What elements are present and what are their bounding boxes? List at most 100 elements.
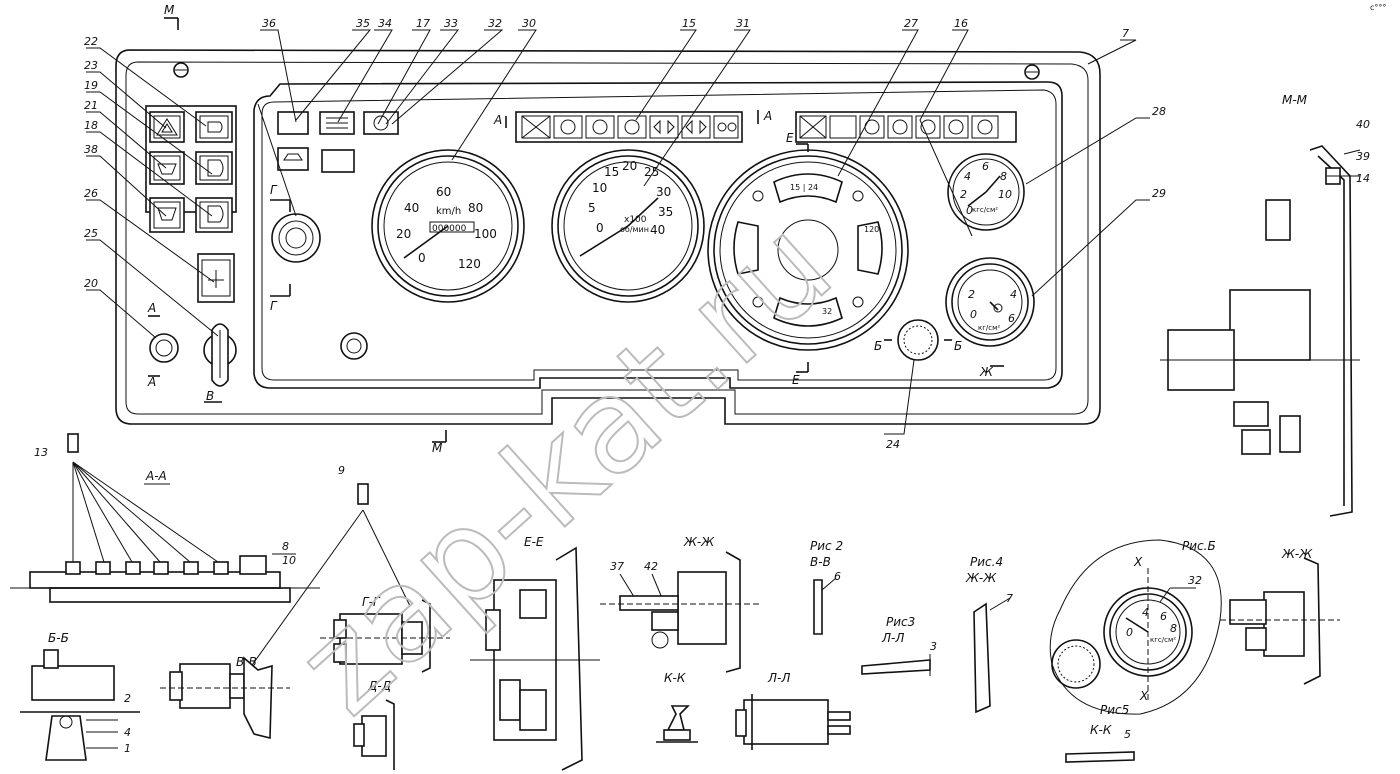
r6-tick-0: 0 <box>1126 626 1133 639</box>
sec-b-r: Б <box>954 339 962 353</box>
callout-13: 10 <box>282 554 296 567</box>
r6-tick-4: 4 <box>1142 606 1149 619</box>
pg-tick-6: 6 <box>982 160 989 173</box>
callout-27: 27 <box>904 17 918 30</box>
pg-tick-2: 2 <box>960 188 967 201</box>
speed-tick-120: 120 <box>458 257 481 271</box>
callout-18: 18 <box>84 119 98 132</box>
tach-tick-5: 5 <box>588 201 596 215</box>
sec-ll-title: Л-Л <box>767 671 790 685</box>
pg-tick-10: 10 <box>998 188 1012 201</box>
sec-kk-title: К-К <box>664 671 686 685</box>
odometer: 000000 <box>432 224 467 234</box>
callout-22: 22 <box>84 35 98 48</box>
sec-v: В <box>206 389 214 403</box>
section-markers: М М А А А А Е Е Г Г Б Б Ж В <box>147 3 1004 455</box>
callout-24: 24 <box>886 438 900 451</box>
callout-32: 32 <box>488 17 502 30</box>
sec-m-top: М <box>164 3 175 17</box>
callout-21: 21 <box>84 99 98 112</box>
combo-bottom-value: 32 <box>822 307 832 316</box>
ris6-x2: Х <box>1139 689 1149 703</box>
ris6-x1: Х <box>1133 555 1143 569</box>
figure-4: Рис.4 Ж-Ж 7 <box>965 555 1013 714</box>
ag-tick-2: 2 <box>968 288 975 301</box>
section-a-a: 13 А-А 8 10 <box>10 433 320 603</box>
instrument-panel <box>115 49 1101 425</box>
pg-tick-8: 8 <box>1000 170 1007 183</box>
section-l-l: Л-Л <box>735 671 851 750</box>
callout-2: 2 <box>124 692 131 705</box>
callout-26: 26 <box>84 187 98 200</box>
warning-lamp-strip-center <box>515 111 743 143</box>
speed-tick-100: 100 <box>474 227 497 241</box>
callout-17: 17 <box>416 17 430 30</box>
ris5-sec: К-К <box>1090 723 1112 737</box>
pg-tick-4: 4 <box>964 170 971 183</box>
tach-tick-35: 35 <box>658 205 673 219</box>
sec-zhzh2-title: Ж-Ж <box>1281 547 1313 561</box>
callout-4: 4 <box>124 726 131 739</box>
sec-aa-title: А-А <box>145 469 167 483</box>
callout-38: 38 <box>84 143 98 156</box>
callout-30: 30 <box>522 17 536 30</box>
callout-36: 36 <box>262 17 276 30</box>
callout-3: 3 <box>930 640 937 653</box>
speed-tick-80: 80 <box>468 201 483 215</box>
tach-tick-0: 0 <box>596 221 604 235</box>
callout-14: 8 <box>282 540 289 553</box>
callout-leaders <box>86 29 1150 435</box>
callout-7b: 7 <box>1006 592 1013 605</box>
corner-mark: c°°° <box>1370 3 1386 12</box>
sec-gg-title: Г-Г <box>362 595 381 609</box>
pressure-gauge: 0 2 4 6 8 10 кгс/см² <box>947 153 1025 231</box>
callout-15: 15 <box>682 17 696 30</box>
tach-tick-10: 10 <box>592 181 607 195</box>
sec-mm-title: М-М <box>1282 93 1308 107</box>
section-g-g: Г-Г Д-Д <box>320 595 450 770</box>
tach-tick-30: 30 <box>656 185 671 199</box>
ag-unit: кг/см² <box>978 324 1000 332</box>
ag-tick-0: 0 <box>970 308 977 321</box>
sec-a-left-top: А <box>147 301 156 315</box>
speed-tick-60: 60 <box>436 185 451 199</box>
callout-20: 20 <box>84 277 98 290</box>
callout-29: 29 <box>1152 187 1166 200</box>
speed-tick-0: 0 <box>418 251 426 265</box>
callout-32b: 32 <box>1188 574 1202 587</box>
section-m-m: М-М 40 39 14 <box>1160 93 1370 517</box>
sec-dd-title: Д-Д <box>367 679 391 693</box>
ris5-label: Рис5 <box>1100 703 1129 717</box>
sec-bb-title: Б-Б <box>48 631 69 645</box>
callout-23: 23 <box>84 59 98 72</box>
section-zh-zh-1: Ж-Ж 37 42 <box>600 535 760 673</box>
sec-b-l: Б <box>874 339 882 353</box>
speed-unit: km/h <box>436 206 461 217</box>
section-e-e: Е-Е <box>470 535 600 771</box>
ris2-sec: В-В <box>810 555 831 569</box>
ris2-label: Рис 2 <box>810 539 843 553</box>
sec-a-strip-l: А <box>493 113 502 127</box>
callout-35: 35 <box>356 17 370 30</box>
callout-6: 6 <box>834 570 841 583</box>
callout-25: 25 <box>84 227 98 240</box>
callout-42: 42 <box>644 560 658 573</box>
combo-top-value: 15 | 24 <box>790 183 818 192</box>
callout-40: 13 <box>34 446 48 459</box>
section-v-v: 9 В-В <box>160 464 411 740</box>
callout-19: 19 <box>84 79 98 92</box>
warning-lamp-row-left <box>271 111 399 263</box>
callout-10: 14 <box>1356 172 1370 185</box>
ris3-label: Рис3 <box>886 615 915 629</box>
speed-tick-20: 20 <box>396 227 411 241</box>
tach-tick-40: 40 <box>650 223 665 237</box>
figure-3: Рис3 Л-Л 3 <box>861 615 937 676</box>
callout-1: 1 <box>124 742 131 755</box>
sec-zhzh1-title: Ж-Ж <box>683 535 715 549</box>
ris3-sec: Л-Л <box>881 631 904 645</box>
callout-33: 33 <box>444 17 458 30</box>
tach-tick-20: 20 <box>622 159 637 173</box>
sec-a-strip-r: А <box>763 109 772 123</box>
callout-39: 9 <box>338 464 345 477</box>
